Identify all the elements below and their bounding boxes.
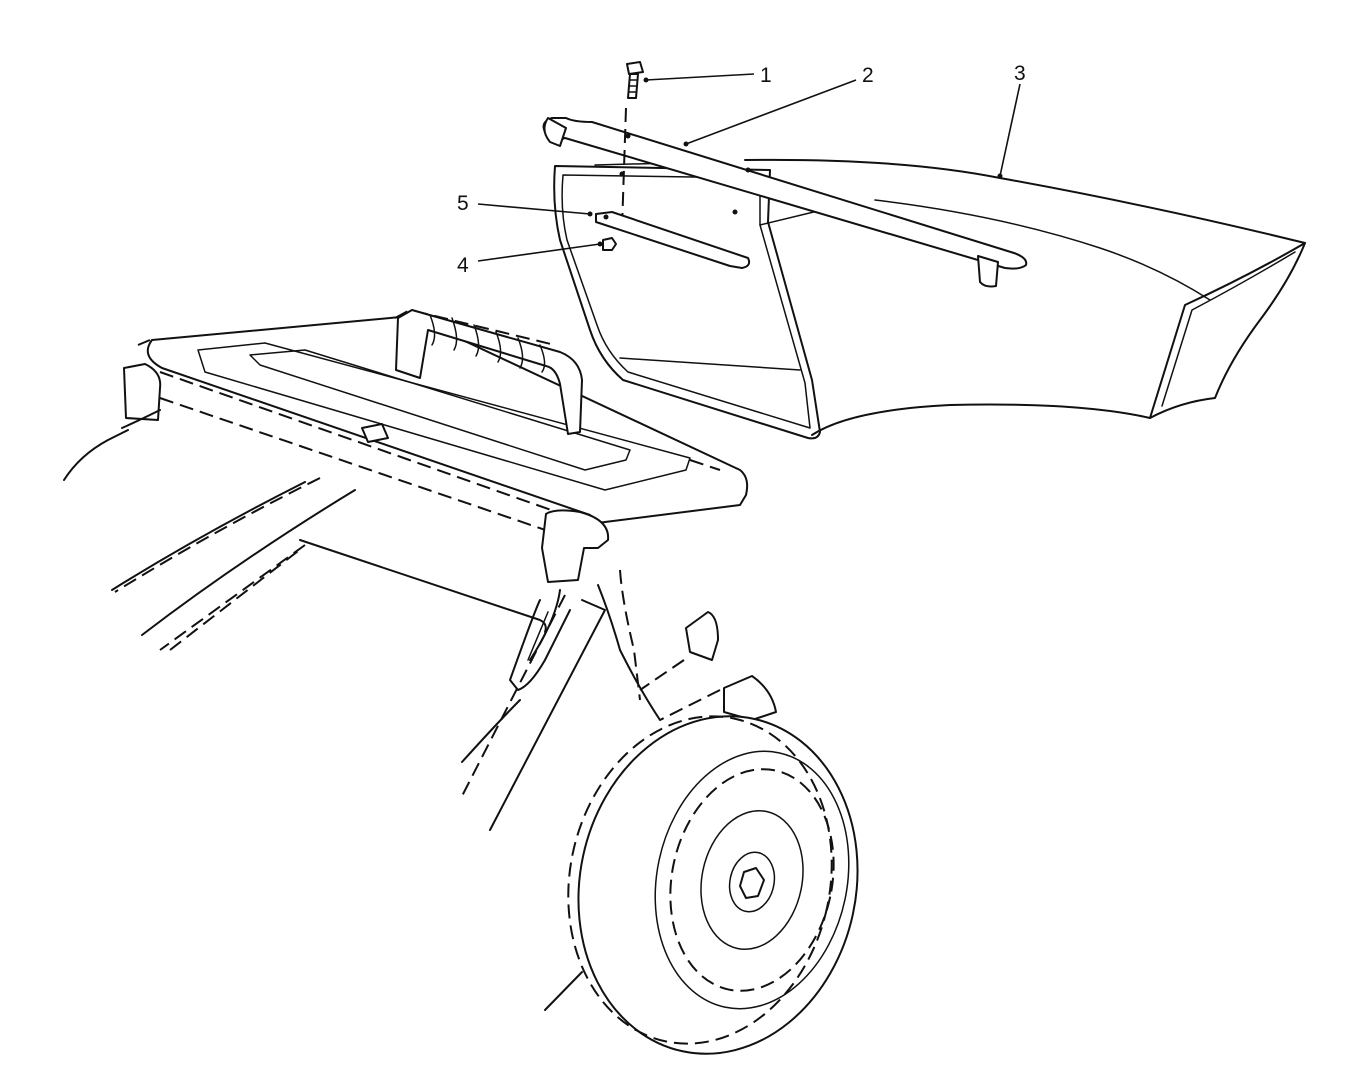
callout-4: 4: [457, 241, 603, 277]
callout-label-2: 2: [862, 64, 874, 87]
callout-label-1: 1: [760, 64, 772, 87]
callout-3: 3: [997, 62, 1026, 179]
grass-bag: [553, 158, 1306, 440]
callout-5: 5: [457, 192, 593, 217]
mounting-bar: [542, 117, 1028, 288]
wheel: [544, 715, 859, 1055]
backing-plate: [595, 211, 751, 269]
bolt: [621, 61, 644, 229]
callout-2: 2: [683, 64, 874, 147]
callout-1: 1: [643, 64, 772, 87]
callout-label-5: 5: [457, 192, 469, 215]
rear-door-handle-assembly: [123, 308, 749, 583]
callout-label-4: 4: [457, 254, 469, 277]
nut: [602, 237, 617, 251]
callout-label-3: 3: [1014, 62, 1026, 85]
mower-frame: [63, 409, 777, 831]
